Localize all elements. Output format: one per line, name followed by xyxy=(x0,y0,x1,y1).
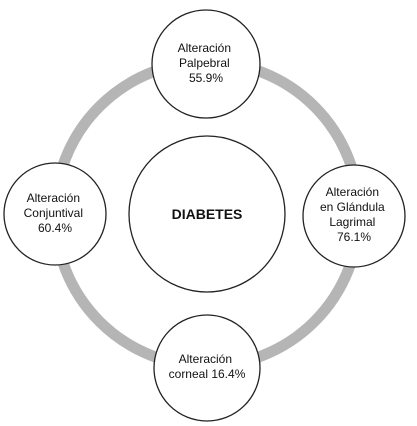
node-glandula-lagrimal-circle xyxy=(302,164,406,268)
svg-text:Alteración en Glándula: Alteración en Glándula Lagrimal 76.1% xyxy=(320,185,388,244)
node-conjuntival-circle xyxy=(3,162,107,266)
node-palpebral: Alteración Palpebral 55.9% xyxy=(151,9,261,119)
node-corneal-line-1: Alteración xyxy=(179,352,232,366)
node-corneal-circle xyxy=(153,314,261,422)
center-label: DIABETES xyxy=(172,206,243,222)
node-conjuntival-line-2: Conjuntival xyxy=(24,206,83,220)
node-palpebral-circle xyxy=(151,9,261,119)
node-conjuntival-line-3: 60.4% xyxy=(38,221,72,235)
center-circle xyxy=(128,135,286,293)
svg-text:Alteración Palpebral: Alteración Palpebral 55.9% xyxy=(178,41,235,85)
node-glandula-lagrimal-line-2: en Glándula xyxy=(320,200,385,214)
center-node: DIABETES xyxy=(128,135,286,293)
node-glandula-lagrimal-line-4: 76.1% xyxy=(337,230,371,244)
node-corneal-line-2: corneal 16.4% xyxy=(169,367,246,381)
svg-text:Alteración Conjuntival: Alteración Conjuntival 60.4% xyxy=(24,191,87,235)
node-palpebral-line-2: Palpebral xyxy=(179,56,230,70)
node-palpebral-line-3: 55.9% xyxy=(189,71,223,85)
svg-text:Alteración corneal 16.4%: Alteración corneal 16.4% xyxy=(169,352,246,381)
node-palpebral-line-1: Alteración xyxy=(178,41,231,55)
node-glandula-lagrimal: Alteración en Glándula Lagrimal 76.1% xyxy=(302,164,406,268)
node-glandula-lagrimal-line-3: Lagrimal xyxy=(329,215,375,229)
node-conjuntival-line-1: Alteración xyxy=(27,191,80,205)
node-glandula-lagrimal-line-1: Alteración xyxy=(326,185,379,199)
node-conjuntival: Alteración Conjuntival 60.4% xyxy=(3,162,107,266)
node-corneal: Alteración corneal 16.4% xyxy=(153,314,261,422)
